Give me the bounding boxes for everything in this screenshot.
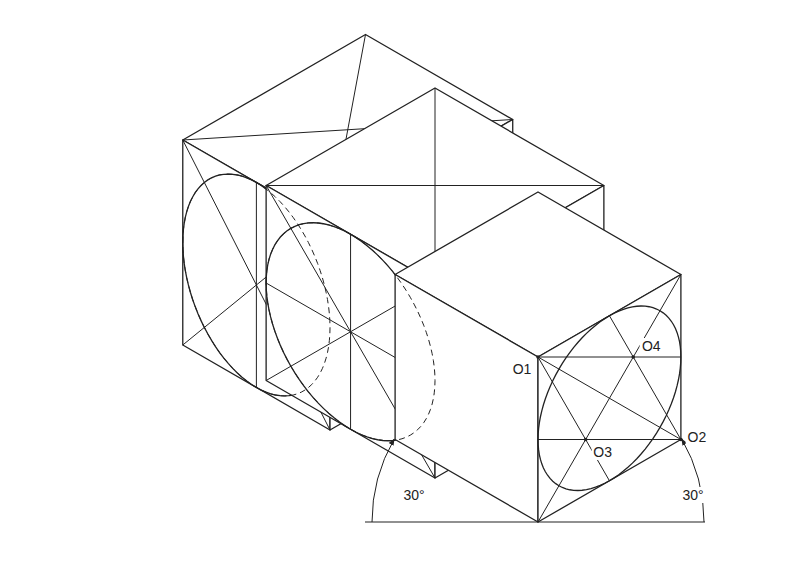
angle-label: 30°	[680, 487, 705, 503]
hidden-lines	[183, 174, 435, 441]
construction-line	[538, 439, 681, 440]
center-line	[350, 234, 351, 429]
construction-line	[538, 357, 681, 358]
angle-marks	[365, 439, 705, 522]
cube-right-face	[538, 275, 681, 523]
center-line	[256, 183, 257, 388]
construction-line	[609, 316, 680, 440]
center-label: O1	[511, 361, 534, 377]
construction-diagonal	[266, 185, 604, 186]
center-point	[536, 355, 540, 359]
angle-label: 30°	[401, 487, 426, 503]
center-label: O2	[686, 429, 709, 445]
hidden-circle	[183, 174, 330, 396]
center-label: O4	[640, 338, 663, 354]
construction-line	[538, 357, 609, 481]
small-cube	[395, 192, 683, 522]
angle-arc	[372, 439, 394, 522]
angle-arc	[682, 439, 704, 522]
cube-left-face	[395, 275, 538, 523]
long-diagonal	[538, 275, 681, 523]
center-point	[584, 438, 588, 442]
center-label: O3	[591, 444, 614, 460]
center-point	[631, 355, 635, 359]
ground-line	[365, 521, 705, 522]
hidden-circle	[266, 223, 435, 441]
isometric-circle	[538, 306, 681, 490]
